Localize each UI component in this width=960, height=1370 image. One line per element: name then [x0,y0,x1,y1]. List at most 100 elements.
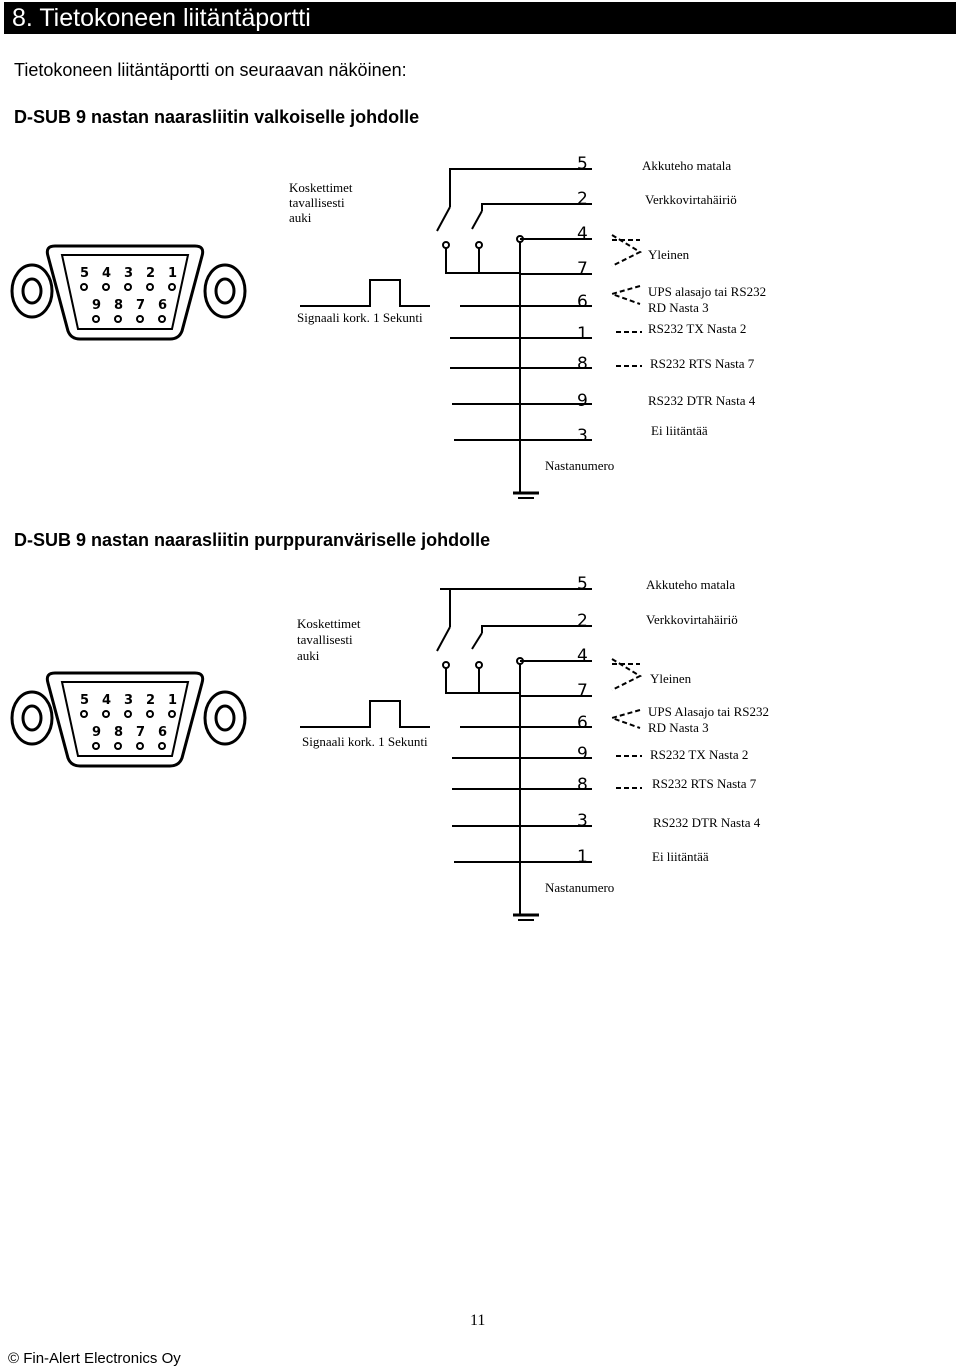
connector-pin-hole [158,742,166,750]
connector-pin-label: 7 [136,298,145,313]
signal-rts-pin: RS232 RTS Nasta 7 [652,776,757,791]
screw-hole [21,277,43,305]
contacts-label-line-1: Koskettimet [289,180,353,195]
connector-pin-hole [102,710,110,718]
signal-rts-pin: RS232 RTS Nasta 7 [650,356,755,371]
connector-pin-label: 3 [124,266,133,281]
connector-pin-hole [80,710,88,718]
contacts-label-line-2: tavallisesti [297,632,353,647]
diagram-2-title: D-SUB 9 nastan naarasliitin purppuranvär… [14,530,491,550]
connector-pin-label: 9 [92,298,101,313]
switch-blade [436,206,451,232]
switch-blade [471,632,483,650]
pin-number: 9 [577,391,588,411]
screw-hole [21,704,43,732]
connector-pin-hole [146,710,154,718]
contacts-label-line-1: Koskettimet [297,616,361,631]
screw-hole [214,277,236,305]
switch-contact [442,241,450,249]
connector-pin-label: 8 [114,298,123,313]
pin-number: 9 [577,744,588,764]
connector-pin-hole [80,283,88,291]
connector-pin-hole [168,283,176,291]
diagram-1-title: D-SUB 9 nastan naarasliitin valkoiselle … [14,107,420,127]
contacts-label-line-2: tavallisesti [289,195,345,210]
switch-contact [475,241,483,249]
pin-number: 4 [577,646,588,666]
pin-number: 5 [577,574,588,594]
pin-number: 2 [577,189,588,209]
footer-copyright: © Fin-Alert Electronics Oy [8,1350,181,1367]
connector-pin-label: 9 [92,725,101,740]
connector-pin-label: 7 [136,725,145,740]
pin-number: 1 [577,847,588,867]
connector-pin-hole [102,283,110,291]
connector-pin-hole [124,283,132,291]
pin-number: 5 [577,154,588,174]
intro-text: Tietokoneen liitäntäportti on seuraavan … [14,60,407,80]
switch-blade [436,626,451,652]
connector-pin-label: 2 [146,693,155,708]
connector-pin-hole [92,315,100,323]
signal-low-battery: Akkuteho matala [646,577,736,592]
connector-pin-hole [136,315,144,323]
connector-pin-label: 6 [158,298,167,313]
signal-ups-shutdown: UPS Alasajo tai RS232 [648,704,769,719]
contacts-label-line-3: auki [289,210,312,225]
connector-pin-label: 6 [158,725,167,740]
connector-pin-label: 1 [168,693,177,708]
pin-number: 6 [577,713,588,733]
connector-pin-label: 4 [102,266,111,281]
connector-pin-label: 4 [102,693,111,708]
signal-dtr-pin: RS232 DTR Nasta 4 [653,815,761,830]
pin-number: 2 [577,611,588,631]
switch-contact [442,661,450,669]
signal-ups-shutdown: UPS alasajo tai RS232 [648,284,767,299]
connector-pin-hole [146,283,154,291]
signal-tx-pin: RS232 TX Nasta 2 [648,321,747,336]
switch-wire [449,588,592,627]
switch-wire [449,168,592,207]
page-number: 11 [470,1312,486,1329]
dsub-connector-inner [60,681,190,757]
switch-wire [481,625,592,633]
connector-pin-label: 5 [80,693,89,708]
signal-dtr-pin: RS232 DTR Nasta 4 [648,393,756,408]
connector-pin-label: 5 [80,266,89,281]
connector-pin-hole [92,742,100,750]
pin-number: 1 [577,324,588,344]
connector-pin-hole [114,742,122,750]
connector-pin-hole [158,315,166,323]
connector-pin-hole [168,710,176,718]
contacts-label-line-3: auki [297,648,320,663]
signal-not-connected: Ei liitäntää [651,423,708,438]
signal-label: Signaali kork. 1 Sekunti [297,310,423,325]
signal-pulse-symbol [300,279,430,307]
pin-number-caption: Nastanumero [545,880,615,895]
pin-number: 6 [577,292,588,312]
connector-pin-label: 8 [114,725,123,740]
connector-pin-label: 3 [124,693,133,708]
switch-blade [471,210,483,230]
pin-number: 3 [577,426,588,446]
signal-rd-pin: RD Nasta 3 [648,720,709,735]
pin-number: 3 [577,811,588,831]
signal-low-battery: Akkuteho matala [642,158,732,173]
screw-flange [203,690,247,746]
signal-arrow [608,709,641,729]
switch-wire [445,248,520,274]
pin-number: 4 [577,224,588,244]
screw-flange [203,263,247,319]
signal-tx-pin: RS232 TX Nasta 2 [650,747,749,762]
signal-mains-failure: Verkkovirtahäiriö [645,192,737,207]
signal-pulse-symbol [300,700,430,728]
pin-number: 8 [577,775,588,795]
screw-flange [10,690,54,746]
connector-pin-hole [124,710,132,718]
pin-number: 7 [577,681,588,701]
signal-label: Signaali kork. 1 Sekunti [302,734,428,749]
